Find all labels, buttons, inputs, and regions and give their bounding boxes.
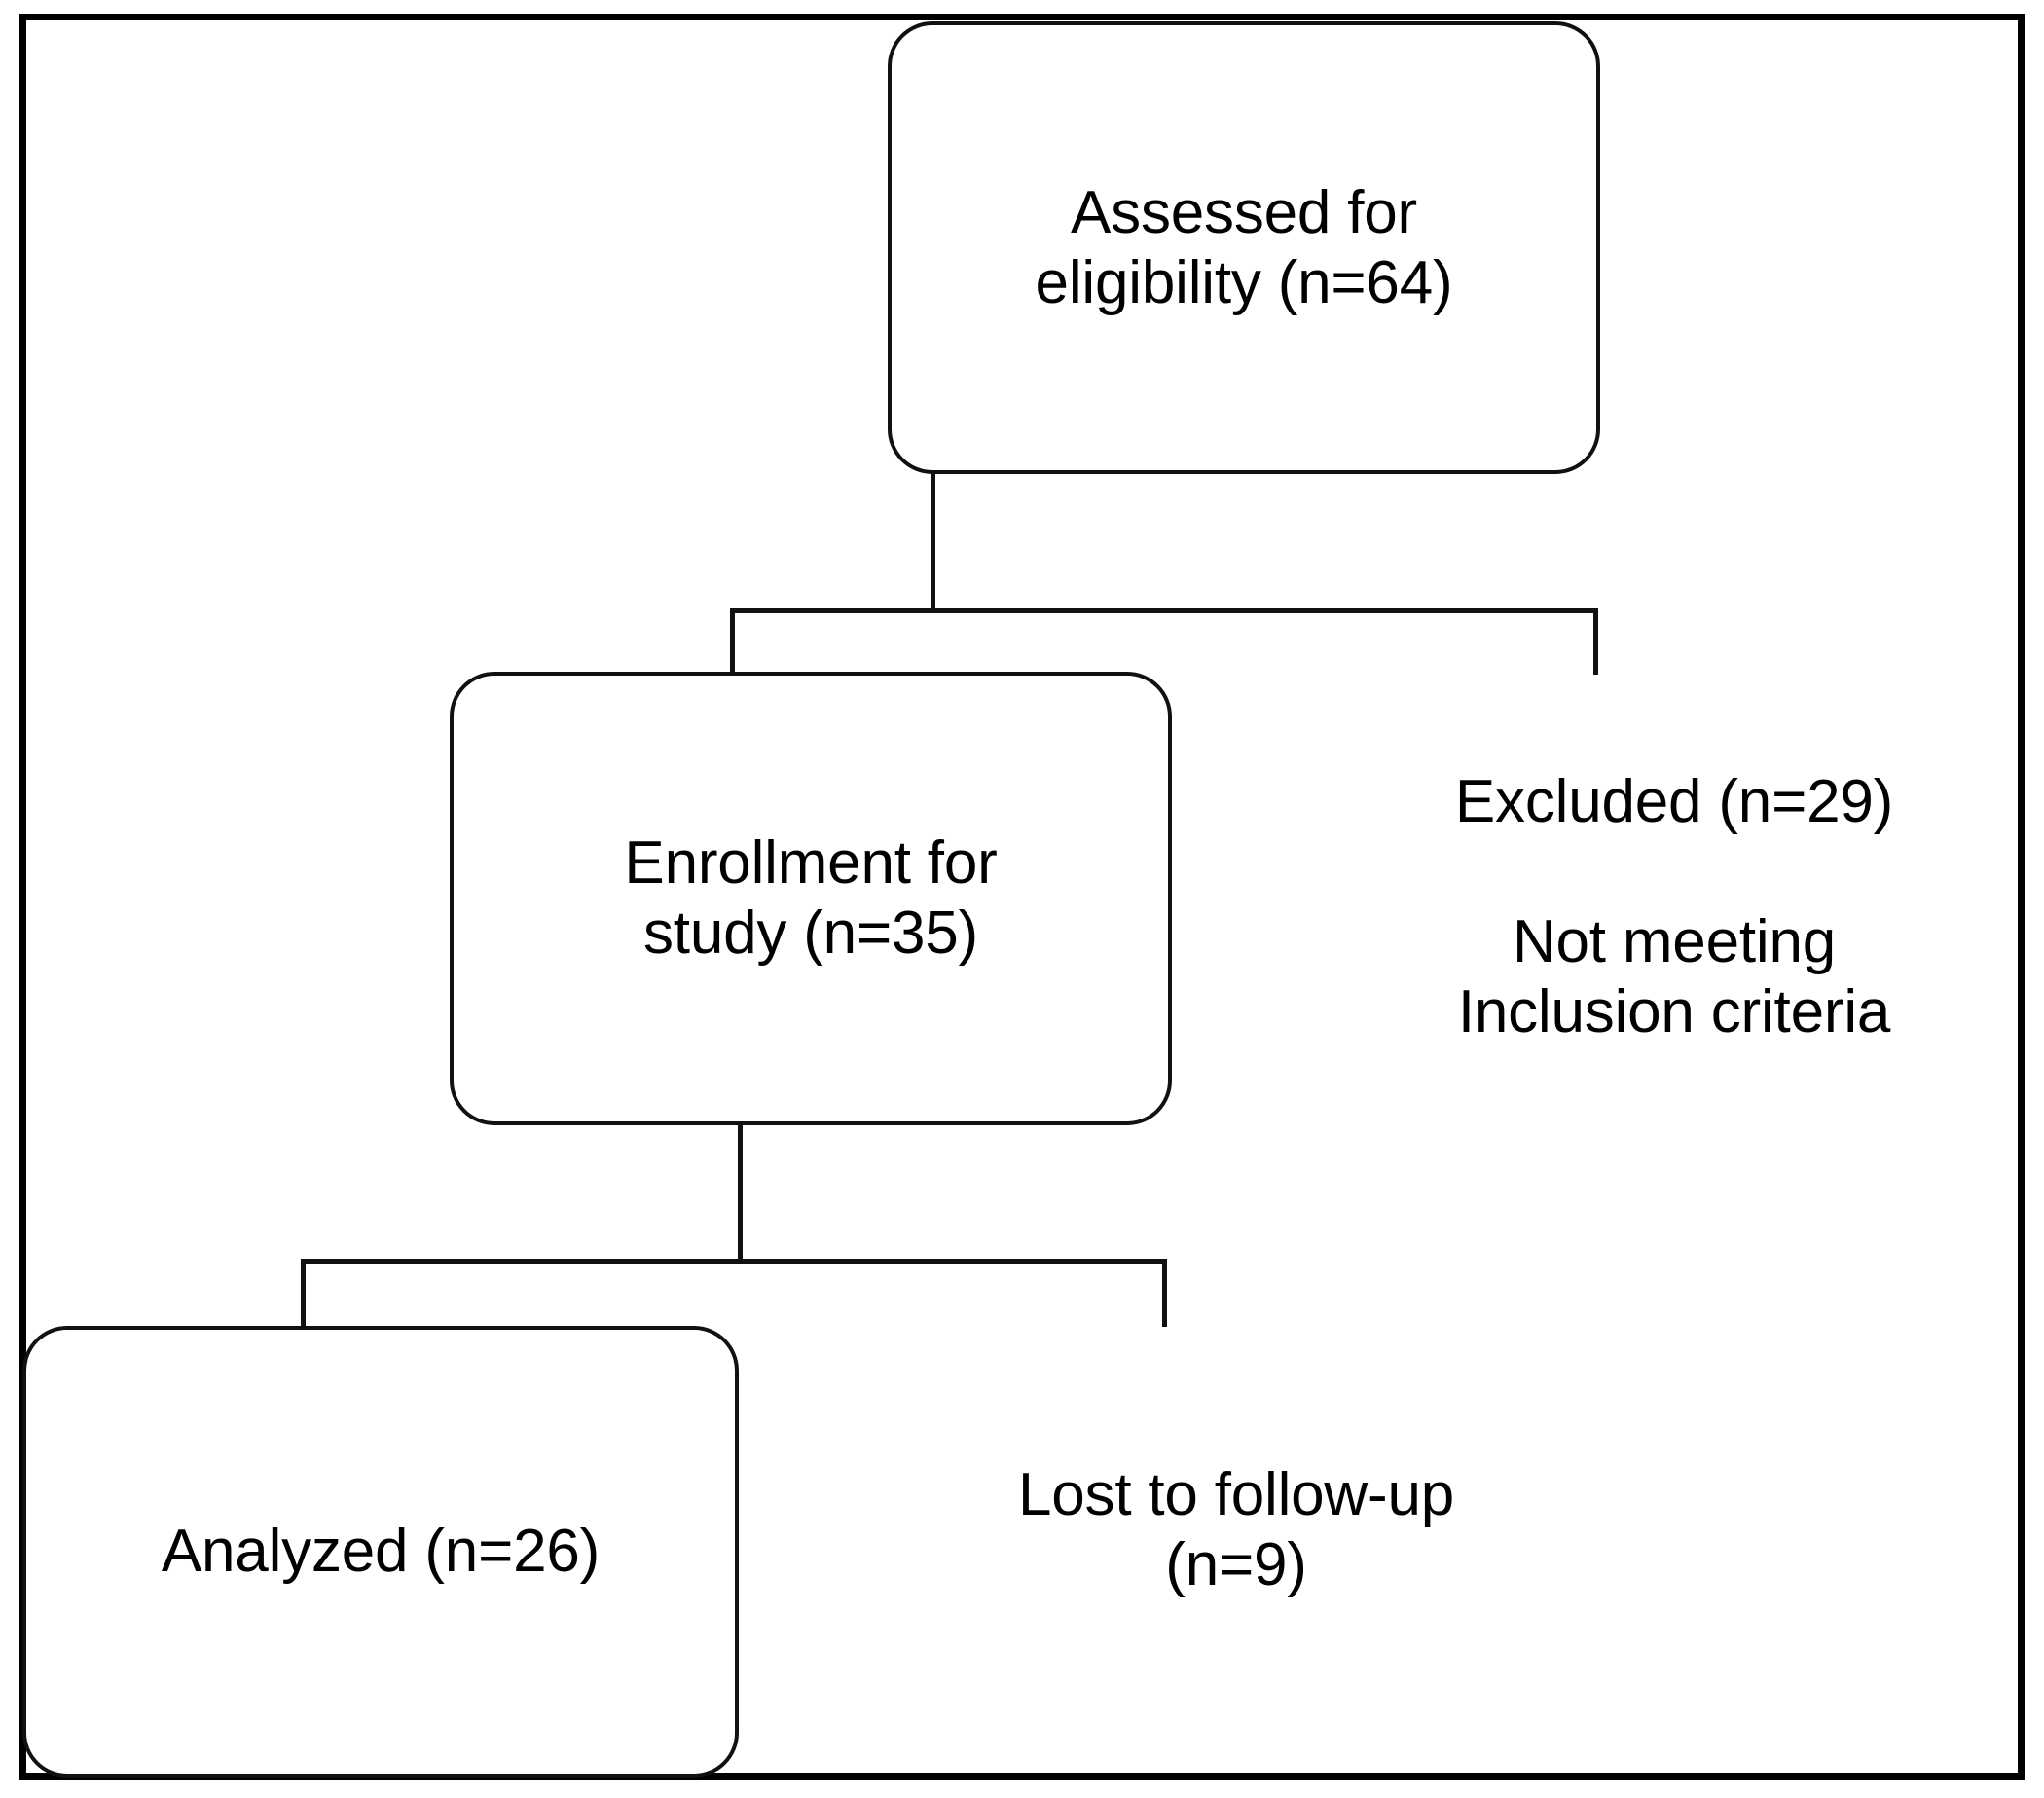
annotation-excluded: Excluded (n=29) Not meeting Inclusion cr… (1454, 768, 1894, 1046)
connector-enrollment-stem (738, 1121, 743, 1264)
node-analyzed: Analyzed (n=26) (22, 1326, 739, 1778)
figure-outer-frame (19, 14, 2025, 1780)
node-enrollment-label: Enrollment for study (n=35) (624, 829, 998, 967)
connector-split1-left-drop (730, 608, 735, 677)
node-assessed-for-eligibility: Assessed for eligibility (n=64) (888, 21, 1600, 474)
connector-split1-right-drop (1593, 608, 1598, 675)
connector-split2-right-drop (1162, 1259, 1167, 1327)
node-enrollment-for-study: Enrollment for study (n=35) (450, 672, 1172, 1125)
connector-split1-horizontal (730, 608, 1598, 613)
connector-split2-horizontal (301, 1259, 1167, 1264)
node-assessed-label: Assessed for eligibility (n=64) (1035, 178, 1453, 316)
connector-split2-left-drop (301, 1259, 306, 1329)
node-analyzed-label: Analyzed (n=26) (161, 1518, 601, 1586)
annotation-lost-to-followup: Lost to follow-up (n=9) (1017, 1461, 1455, 1598)
connector-assessed-stem (931, 470, 935, 612)
